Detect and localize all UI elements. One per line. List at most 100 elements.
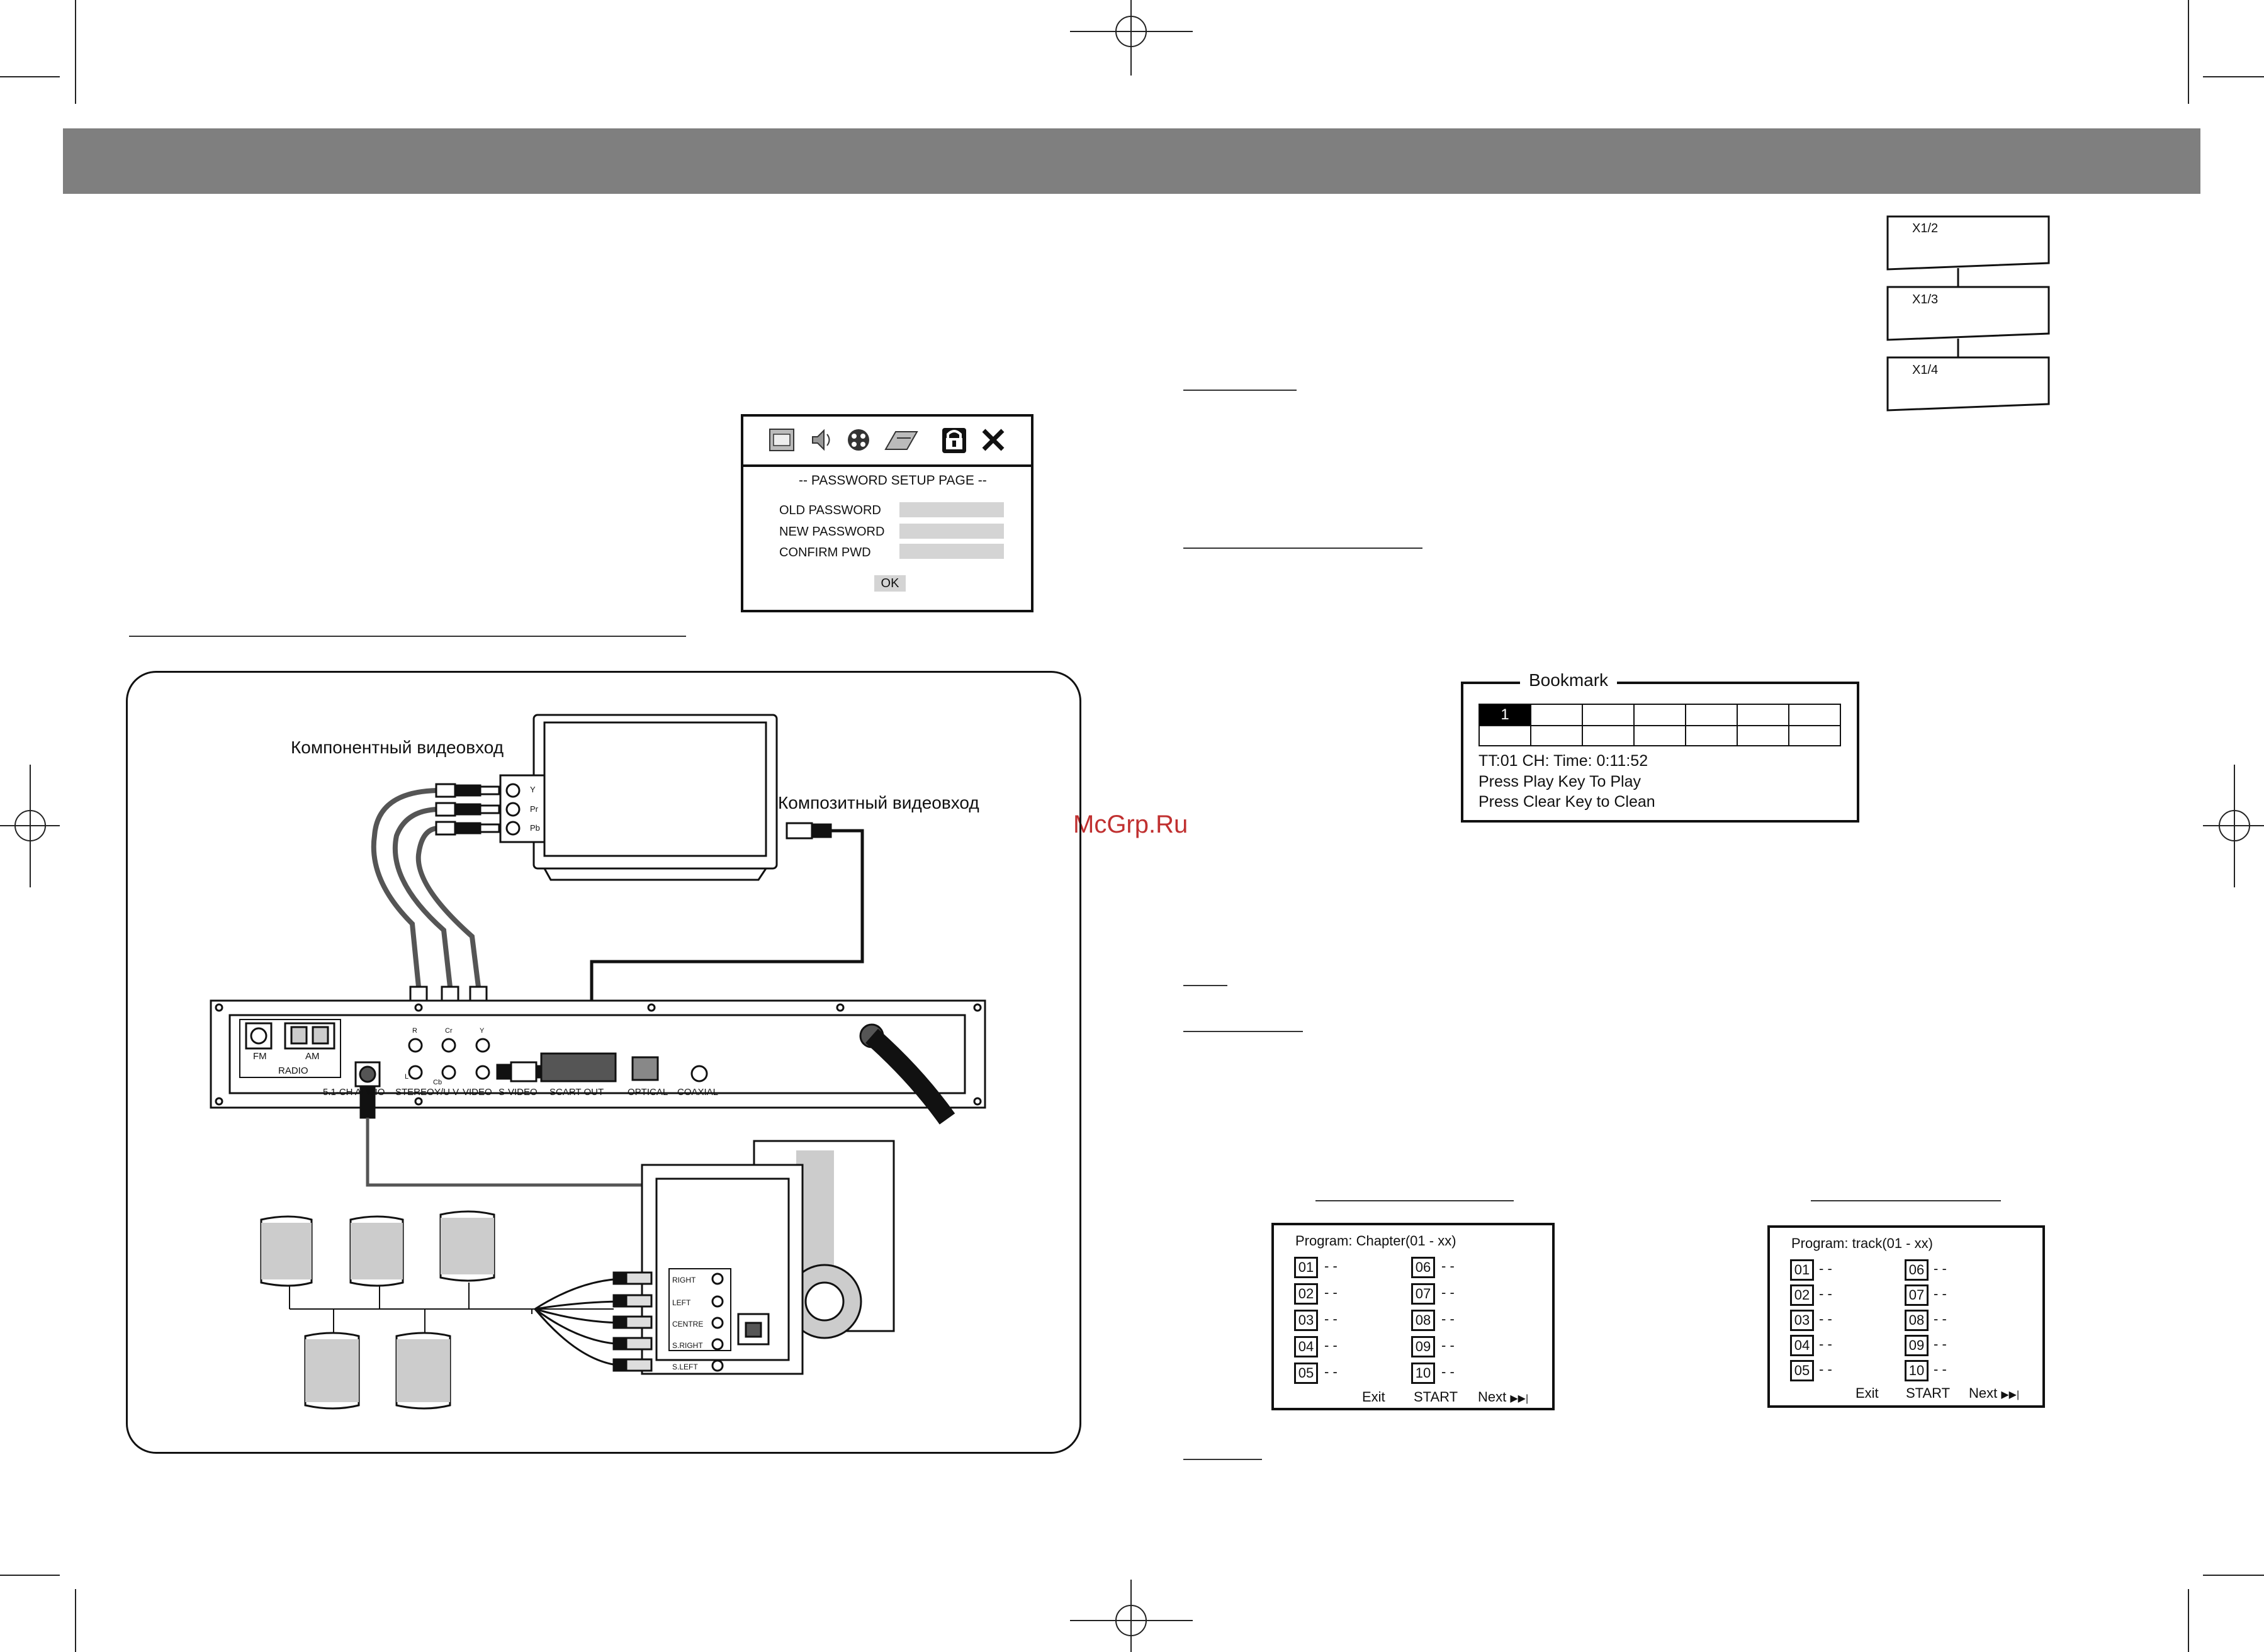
chapter-slot-05[interactable]: 05	[1294, 1363, 1318, 1384]
program-track-window: Program: track(01 - xx) 01 - - 02 - - 03…	[1767, 1225, 2045, 1408]
confirm-password-input[interactable]	[899, 544, 1004, 559]
bookmark-slot[interactable]	[1582, 725, 1635, 746]
bookmark-window: Bookmark 1 TT:01 CH: Time: 0:11:52 Press…	[1461, 670, 1859, 823]
radio-fm-label: FM	[253, 1051, 267, 1062]
track-slot-10[interactable]: 10	[1905, 1360, 1929, 1381]
chapter-slot-04[interactable]: 04	[1294, 1336, 1318, 1357]
password-setup-dialog: -- PASSWORD SETUP PAGE -- OLD PASSWORD N…	[741, 414, 1033, 612]
optical-label: OPTICAL	[628, 1087, 668, 1098]
track-next-button[interactable]: Next ▶▶|	[1969, 1385, 2019, 1402]
chapter-slot-05-value: - -	[1324, 1364, 1338, 1379]
track-slot-05[interactable]: 05	[1790, 1360, 1814, 1381]
chapter-next-label: Next	[1478, 1389, 1507, 1405]
chapter-slot-10-value: - -	[1441, 1364, 1455, 1379]
sub-input-s-left: S.LEFT	[672, 1363, 698, 1371]
track-slot-07[interactable]: 07	[1905, 1284, 1929, 1306]
chapter-start-button[interactable]: START	[1414, 1389, 1458, 1405]
confirm-password-label: CONFIRM PWD	[779, 546, 871, 559]
ok-button[interactable]: OK	[874, 575, 906, 592]
bookmark-slot[interactable]	[1737, 704, 1789, 726]
track-exit-button[interactable]: Exit	[1856, 1385, 1879, 1401]
program-chapter-window: Program: Chapter(01 - xx) 01 - - 02 - - …	[1271, 1223, 1555, 1410]
scart-out-label: SCART OUT	[549, 1087, 604, 1098]
heading-rule-3	[1183, 985, 1227, 986]
general-setup-icon[interactable]	[767, 425, 796, 454]
program-track-title: Program: track(01 - xx)	[1791, 1235, 1933, 1251]
password-lock-icon[interactable]	[938, 424, 970, 456]
old-password-input[interactable]	[899, 502, 1004, 517]
heading-rule-7	[1183, 1459, 1262, 1460]
track-next-label: Next	[1969, 1385, 1998, 1401]
preference-icon[interactable]	[883, 425, 921, 454]
program-chapter-title: Program: Chapter(01 - xx)	[1295, 1233, 1456, 1249]
chapter-slot-08[interactable]: 08	[1411, 1310, 1435, 1331]
chapter-slot-01[interactable]: 01	[1294, 1257, 1318, 1278]
bookmark-slot[interactable]	[1633, 725, 1686, 746]
sub-input-centre: CENTRE	[672, 1320, 704, 1329]
track-slot-06-value: - -	[1934, 1261, 1947, 1276]
audio-setup-icon[interactable]	[806, 425, 835, 454]
track-slot-10-value: - -	[1934, 1361, 1947, 1377]
zoom-flow-diagram	[1886, 215, 2050, 412]
component-input-label: Компонентный видеовход	[291, 738, 504, 757]
track-slot-03[interactable]: 03	[1790, 1310, 1814, 1331]
chapter-exit-button[interactable]: Exit	[1362, 1389, 1385, 1405]
track-start-button[interactable]: START	[1906, 1385, 1951, 1401]
jack-l-label: L	[405, 1073, 409, 1081]
chapter-next-button[interactable]: Next ▶▶|	[1478, 1389, 1528, 1405]
audio-5ch-label: 5.1-CH AUDIO	[323, 1087, 385, 1098]
track-slot-01[interactable]: 01	[1790, 1259, 1814, 1281]
track-slot-09-value: - -	[1934, 1336, 1947, 1352]
heading-rule-4	[1183, 1031, 1303, 1032]
bookmark-slot[interactable]	[1737, 725, 1789, 746]
track-slot-02-value: - -	[1819, 1286, 1832, 1301]
bookmark-slot-selected[interactable]: 1	[1478, 704, 1531, 726]
tv-jack-pb: Pb	[530, 823, 540, 833]
track-slot-03-value: - -	[1819, 1311, 1832, 1327]
bookmark-slot[interactable]	[1788, 725, 1841, 746]
sub-input-right: RIGHT	[672, 1276, 696, 1284]
next-track-icon: ▶▶|	[2001, 1390, 2020, 1400]
chapter-slot-10[interactable]: 10	[1411, 1363, 1435, 1384]
chapter-slot-03-value: - -	[1324, 1311, 1338, 1327]
watermark-text: McGrp.Ru	[1073, 811, 1188, 838]
track-slot-09[interactable]: 09	[1905, 1335, 1929, 1356]
stereo-label: STEREO	[395, 1087, 434, 1098]
chapter-slot-03[interactable]: 03	[1294, 1310, 1318, 1331]
video-setup-icon[interactable]	[844, 425, 873, 454]
track-slot-02[interactable]: 02	[1790, 1284, 1814, 1306]
bookmark-time-line: TT:01 CH: Time: 0:11:52	[1478, 752, 1648, 770]
chapter-slot-07[interactable]: 07	[1411, 1283, 1435, 1305]
bookmark-slot[interactable]	[1685, 725, 1738, 746]
bookmark-slot[interactable]	[1685, 704, 1738, 726]
bookmark-slot[interactable]	[1530, 725, 1583, 746]
track-slot-07-value: - -	[1934, 1286, 1947, 1301]
chapter-slot-02[interactable]: 02	[1294, 1283, 1318, 1305]
chapter-slot-06[interactable]: 06	[1411, 1257, 1435, 1278]
header-band	[63, 128, 2200, 194]
password-page-title: -- PASSWORD SETUP PAGE --	[799, 473, 987, 488]
bookmark-slot[interactable]	[1478, 725, 1531, 746]
coaxial-label: COAXIAL	[677, 1087, 719, 1098]
old-password-label: OLD PASSWORD	[779, 503, 881, 517]
bookmark-slot[interactable]	[1582, 704, 1635, 726]
chapter-slot-09[interactable]: 09	[1411, 1336, 1435, 1357]
track-slot-06[interactable]: 06	[1905, 1259, 1929, 1281]
composite-input-label: Композитный видеовход	[778, 793, 979, 812]
bookmark-slot[interactable]	[1530, 704, 1583, 726]
heading-rule-5	[1315, 1200, 1514, 1201]
track-slot-08[interactable]: 08	[1905, 1310, 1929, 1331]
sub-input-left: LEFT	[672, 1298, 691, 1307]
setup-icon-bar	[743, 464, 1033, 467]
bookmark-slot[interactable]	[1633, 704, 1686, 726]
connection-diagram-art	[210, 714, 986, 1410]
bookmark-slot[interactable]	[1788, 704, 1841, 726]
chapter-slot-01-value: - -	[1324, 1258, 1338, 1274]
radio-label: RADIO	[278, 1065, 308, 1076]
bookmark-title: Bookmark	[1520, 670, 1618, 690]
chapter-slot-09-value: - -	[1441, 1337, 1455, 1353]
exit-x-icon[interactable]	[979, 425, 1008, 454]
new-password-input[interactable]	[899, 524, 1004, 539]
track-slot-04[interactable]: 04	[1790, 1335, 1814, 1356]
heading-rule-6	[1811, 1200, 2001, 1201]
